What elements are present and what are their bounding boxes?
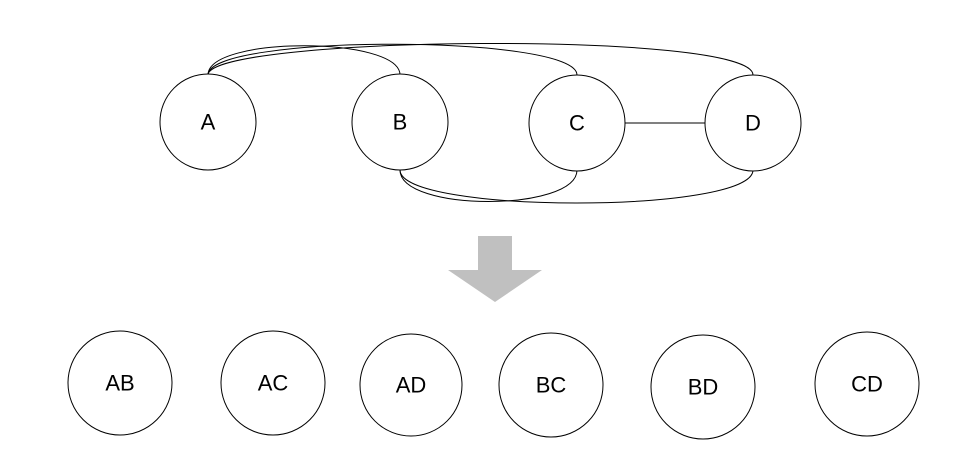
graph-node-d-label: D bbox=[745, 111, 761, 136]
graph-edges bbox=[207, 43, 754, 204]
graph-node-b-label: B bbox=[393, 110, 408, 135]
graph-node-c: C bbox=[528, 74, 626, 172]
pair-node-cd-label: CD bbox=[851, 372, 883, 397]
edge-a-b bbox=[207, 45, 401, 76]
graph-node-a-label: A bbox=[201, 110, 216, 135]
graph-node-d: D bbox=[704, 74, 802, 172]
edge-a-c bbox=[207, 43, 578, 76]
edge-b-c bbox=[399, 169, 578, 202]
pair-node-bc: BC bbox=[498, 332, 604, 438]
pair-node-bc-label: BC bbox=[536, 373, 567, 398]
pair-node-bd-label: BD bbox=[688, 375, 719, 400]
pair-node-ac: AC bbox=[220, 330, 326, 436]
edge-b-d bbox=[399, 169, 754, 204]
pair-node-ab: AB bbox=[67, 330, 173, 436]
pair-node-ac-label: AC bbox=[258, 371, 289, 396]
pair-node-ad-label: AD bbox=[396, 373, 427, 398]
down-arrow-icon bbox=[448, 236, 542, 302]
graph-node-a: A bbox=[159, 73, 257, 171]
pair-node-cd: CD bbox=[814, 331, 920, 437]
pair-node-ab-label: AB bbox=[105, 371, 134, 396]
graph-node-c-label: C bbox=[569, 111, 585, 136]
graph-node-b: B bbox=[351, 73, 449, 171]
pair-node-bd: BD bbox=[650, 334, 756, 440]
pair-node-ad: AD bbox=[359, 333, 463, 437]
edge-a-d bbox=[207, 43, 754, 76]
